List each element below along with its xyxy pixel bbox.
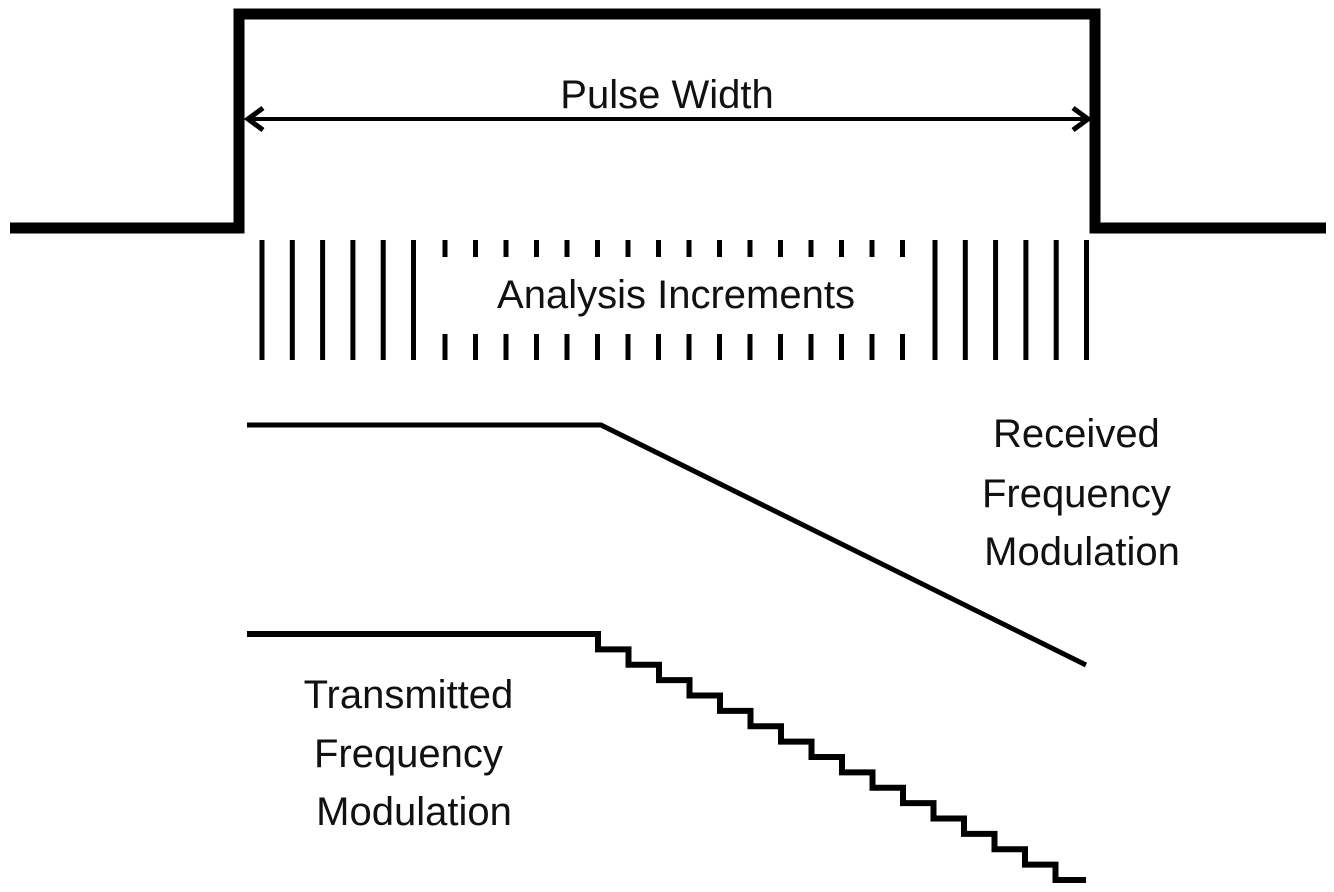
- pulse-width-arrow: [243, 105, 1093, 133]
- transmitted-label: Transmitted Frequency Modulation: [304, 673, 525, 834]
- increment-tick-top: [534, 240, 539, 257]
- increment-tick-bottom: [839, 334, 844, 360]
- increment-tick-bottom: [473, 334, 478, 360]
- increment-long-bar: [1084, 240, 1089, 360]
- increment-tick-bottom: [808, 334, 814, 360]
- increment-tick-top: [442, 240, 448, 257]
- pulse-envelope: [10, 8, 1326, 234]
- received-label: Received Frequency Modulation: [982, 412, 1182, 574]
- increment-long-bar: [380, 240, 386, 360]
- increment-tick-top: [900, 240, 905, 257]
- increment-tick-top: [595, 240, 600, 257]
- increment-tick-bottom: [534, 334, 539, 360]
- increment-tick-bottom: [595, 334, 600, 360]
- increment-tick-top: [656, 240, 661, 257]
- increment-tick-top: [869, 240, 875, 257]
- increment-long-bar: [320, 240, 326, 360]
- increment-tick-top: [839, 240, 844, 257]
- increment-long-bar: [1053, 240, 1059, 360]
- increment-tick-bottom: [656, 334, 661, 360]
- increment-tick-bottom: [686, 334, 692, 360]
- increment-tick-bottom: [717, 334, 722, 360]
- increment-tick-bottom: [625, 334, 631, 360]
- increment-tick-top: [686, 240, 692, 257]
- increment-tick-top: [564, 240, 570, 257]
- received-label-line-1: Received: [993, 412, 1160, 456]
- increment-tick-top: [625, 240, 631, 257]
- analysis-increments-label: Analysis Increments: [497, 273, 855, 317]
- arrowhead-right-icon: [1071, 105, 1093, 133]
- analysis-increments: [259, 240, 1089, 360]
- increment-long-bar: [1023, 240, 1029, 360]
- increment-tick-top: [808, 240, 814, 257]
- increment-long-bar: [289, 240, 295, 360]
- increment-tick-top: [778, 240, 783, 257]
- increment-tick-top: [473, 240, 478, 257]
- increment-long-bar: [350, 240, 356, 360]
- increment-tick-bottom: [747, 334, 753, 360]
- arrowhead-left-icon: [243, 105, 265, 133]
- increment-tick-top: [747, 240, 753, 257]
- increment-tick-bottom: [442, 334, 448, 360]
- increment-tick-top: [717, 240, 722, 257]
- increment-tick-bottom: [503, 334, 509, 360]
- received-frequency-line: [247, 422, 1088, 668]
- increment-tick-bottom: [869, 334, 875, 360]
- increment-tick-bottom: [900, 334, 905, 360]
- transmitted-label-line-1: Transmitted: [304, 673, 514, 717]
- transmitted-frequency-line: [247, 631, 1086, 883]
- transmitted-label-line-3: Modulation: [316, 790, 512, 834]
- increment-long-bar: [993, 240, 999, 360]
- received-label-line-3: Modulation: [984, 530, 1180, 574]
- increment-tick-top: [503, 240, 509, 257]
- received-label-line-2: Frequency: [982, 472, 1171, 516]
- increment-tick-bottom: [778, 334, 783, 360]
- increment-long-bar: [962, 240, 968, 360]
- transmitted-label-line-2: Frequency: [314, 732, 503, 776]
- increment-long-bar: [411, 240, 416, 360]
- increment-long-bar: [259, 240, 265, 360]
- pulse-width-label: Pulse Width: [560, 73, 773, 117]
- increment-long-bar: [932, 240, 938, 360]
- increment-tick-bottom: [564, 334, 570, 360]
